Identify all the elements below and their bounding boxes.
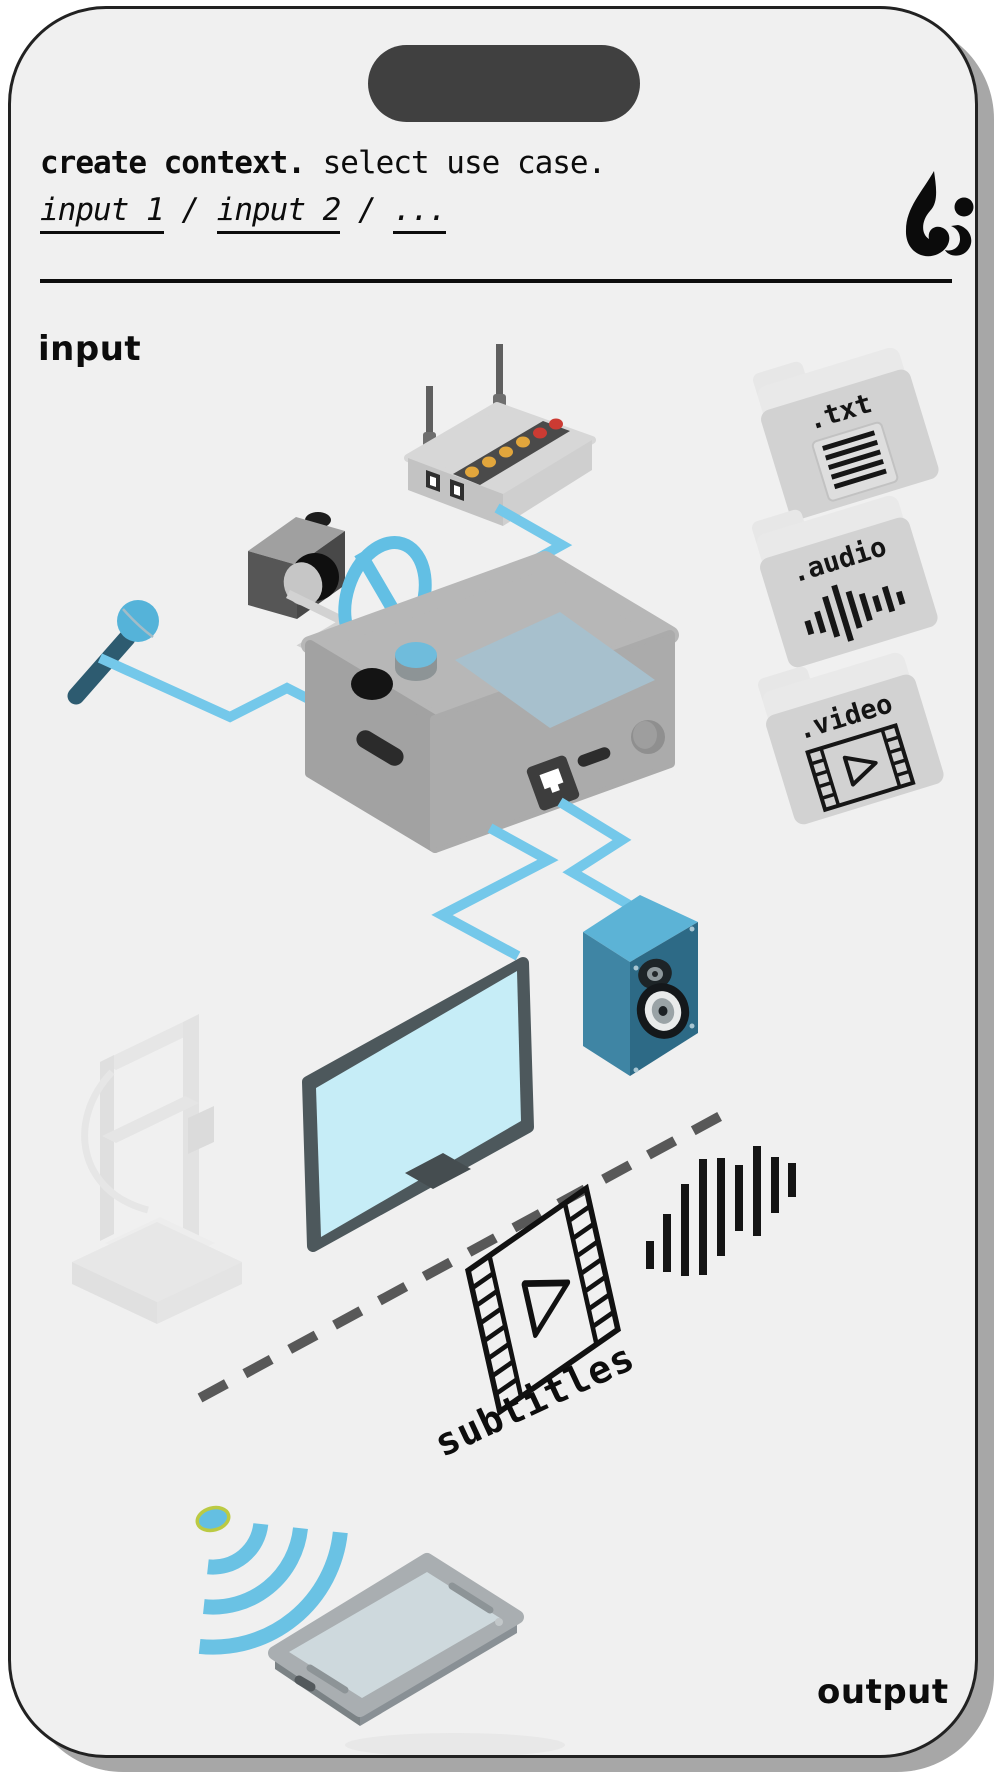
ethernet-port: [526, 755, 580, 811]
device-slot: [356, 730, 404, 766]
usb-c-port: [577, 747, 611, 767]
waveform-icon: [804, 584, 906, 642]
nav-separator-slash2: /: [358, 192, 377, 228]
header-title-bold: create context.: [40, 145, 306, 181]
router-leds: [465, 418, 563, 478]
wifi-router: [404, 344, 596, 526]
speaker-cones: [636, 958, 690, 1039]
header-nav: input 1 / input 2 / ...: [40, 192, 447, 234]
nav-separator-slash1: /: [181, 192, 200, 228]
output-section-label: output: [817, 1672, 949, 1712]
camera: [248, 512, 345, 619]
printer-3d: [72, 1014, 242, 1324]
flame-logo-icon: [905, 171, 974, 257]
nav-link-input1[interactable]: input 1: [40, 192, 165, 234]
phone-usb-port: [294, 1675, 316, 1692]
hub-device: [301, 551, 679, 853]
folder-txt: .txt: [752, 347, 939, 520]
header-title: create context. select use case.: [40, 145, 607, 181]
output-wires: [431, 797, 641, 961]
input-section-label: input: [38, 329, 142, 369]
wifi-icon: [195, 1505, 348, 1655]
nav-link-more[interactable]: ...: [393, 192, 447, 234]
speaker: [583, 895, 698, 1076]
audio-waveform-glyph: [646, 1146, 796, 1276]
folder-video: .video: [757, 652, 944, 825]
folder-audio: .audio: [751, 495, 938, 668]
nav-link-input2[interactable]: input 2: [216, 192, 341, 234]
subtitles-label: subtitles: [428, 1335, 641, 1466]
speaker-screws: [633, 926, 695, 1073]
router-ports: [426, 470, 464, 501]
subtitles-film-icon: [465, 1183, 621, 1417]
microphone: [67, 600, 159, 705]
device-screen: [455, 612, 655, 728]
phone-camera-dot: [495, 1618, 503, 1626]
header-title-rest: select use case.: [322, 145, 607, 181]
smartphone: [268, 1553, 565, 1755]
film-strip-icon: [805, 722, 916, 813]
tv-screen: [302, 957, 534, 1252]
device-knob-black: [351, 668, 393, 700]
tv-stand: [405, 1153, 471, 1189]
device-button-blue[interactable]: [395, 642, 437, 681]
text-file-icon: [811, 421, 899, 502]
phone-notch: [368, 45, 640, 122]
phone-frame: create context. select use case. input 1…: [8, 6, 978, 1758]
phone-earpiece: [448, 1582, 494, 1614]
divider-line: [40, 279, 952, 283]
phone-screen: [289, 1572, 500, 1698]
